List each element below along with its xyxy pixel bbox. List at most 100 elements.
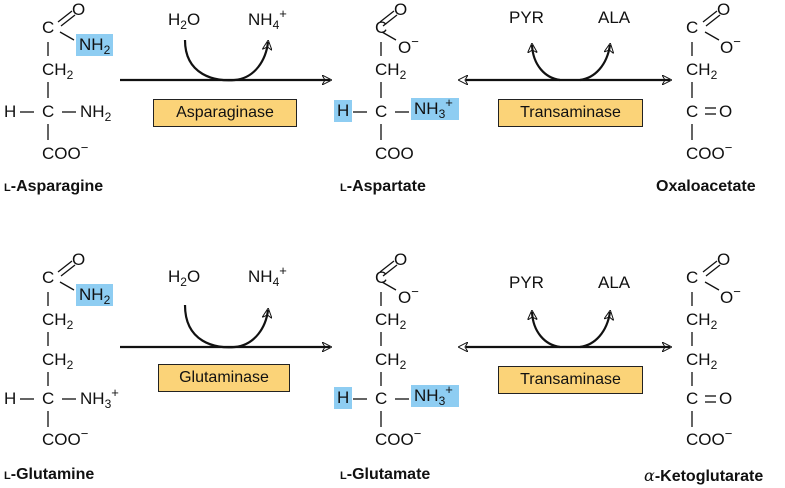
subscript: 3 [438,107,446,121]
glutaminase-arrow [120,304,330,347]
atom-ch: CH [686,310,711,329]
atom-coo: COO [686,430,725,449]
atom-o: O [186,10,201,29]
atom-coo: COO [42,430,81,449]
superscript: − [733,284,741,299]
asparaginase-arrow [120,40,330,80]
atom-c: C [42,18,55,37]
atom-c: C [375,18,388,37]
subscript: 2 [180,18,187,32]
product-name-aspartate: L-Aspartate [340,178,426,196]
atom-ch: CH [42,310,67,329]
alpha-h-highlight: H [334,387,353,409]
atom-c: C [686,102,699,121]
atom-nh: NH [248,267,273,286]
carboxylate: COO− [42,141,88,164]
transaminase-arrow-1 [466,45,670,80]
subscript: 3 [438,394,446,408]
amino-nh3-highlight: NH3+ [411,382,459,408]
atom-o: O [398,288,412,307]
subscript: 2 [710,68,718,82]
atom-o: O [394,250,408,269]
carboxylate: COO− [686,141,732,164]
atom-c: C [42,268,55,287]
subscript: 2 [180,275,187,289]
reagent-water: H2O [168,10,201,32]
atom-h: H [4,389,17,408]
atom-ch: CH [42,60,67,79]
enzyme-transaminase-1: Transaminase [498,99,643,127]
subscript: 2 [710,318,718,332]
carboxylate-o-minus: O− [398,285,419,308]
superscript: + [279,263,287,278]
glutamate-bonds [353,260,409,427]
ch2-group: CH2 [375,60,406,81]
atom-o: O [72,250,86,269]
superscript: + [445,382,453,397]
superscript: − [733,34,741,49]
subscript: 2 [66,68,74,82]
superscript: − [411,284,419,299]
stereo-prefix: L [340,182,347,194]
carboxylate-o-minus: O− [720,35,741,58]
atom-c: C [686,268,699,287]
ch2-group: CH2 [42,350,74,372]
reagent-ammonium: NH4+ [248,264,287,288]
subscript: 2 [103,43,111,57]
atom-nh: NH [248,10,273,29]
atom-o: O [717,0,731,19]
oxaloacetate-bonds [691,10,721,140]
atom-h: H [168,267,181,286]
superscript: − [413,426,422,441]
carboxylate: COO− [686,427,732,450]
superscript: − [724,140,733,155]
ch2-group: CH2 [686,350,717,371]
ch2-group: CH2 [42,310,74,332]
enzyme-transaminase-2: Transaminase [498,366,643,394]
subscript: 2 [399,358,407,372]
superscript: + [111,385,119,400]
atom-o: O [398,38,412,57]
superscript: + [279,6,287,21]
stereo-prefix: L [340,470,347,482]
superscript: − [80,140,89,155]
carboxylate-o-minus: O− [720,285,741,308]
superscript: − [80,426,89,441]
glutamine-bonds [20,260,76,427]
atom-ch: CH [686,350,711,369]
atom-o: O [394,0,408,19]
subscript: 2 [66,358,74,372]
molecule-name: -Glutamate [346,466,431,483]
atom-o: O [186,267,201,286]
subscript: 4 [272,18,280,32]
reagent-alanine: ALA [598,8,631,27]
atom-ch: CH [375,60,400,79]
transaminase-arrow-2 [466,312,670,347]
stereo-prefix: L [4,470,11,482]
atom-ch: CH [375,350,400,369]
atom-nh: NH [80,102,105,121]
ch2-group: CH2 [375,350,407,372]
atom-c: C [375,268,388,287]
molecule-name: -Aspartate [346,178,426,195]
carboxylate: COO− [42,427,88,450]
reagent-ammonium: NH4+ [248,7,287,32]
atom-nh: NH [414,99,439,118]
subscript: 2 [399,318,407,332]
atom-c: C [375,102,388,121]
stereo-prefix: L [4,182,11,194]
alpha-h-highlight: H [334,100,353,122]
subscript: 2 [104,110,112,124]
atom-c: C [42,102,55,121]
atom-coo: COO [375,430,414,449]
product-name-ketoglutarate: α-Ketoglutarate [644,466,763,486]
product-name-glutamate: L-Glutamate [340,466,430,484]
substrate-name-asparagine: L-Asparagine [4,178,103,196]
atom-c: C [42,389,55,408]
subscript: 3 [104,397,112,411]
enzyme-asparaginase: Asparaginase [153,99,297,127]
reagent-pyruvate: PYR [509,273,544,292]
asparagine-bonds [20,10,76,140]
subscript: 2 [66,318,74,332]
